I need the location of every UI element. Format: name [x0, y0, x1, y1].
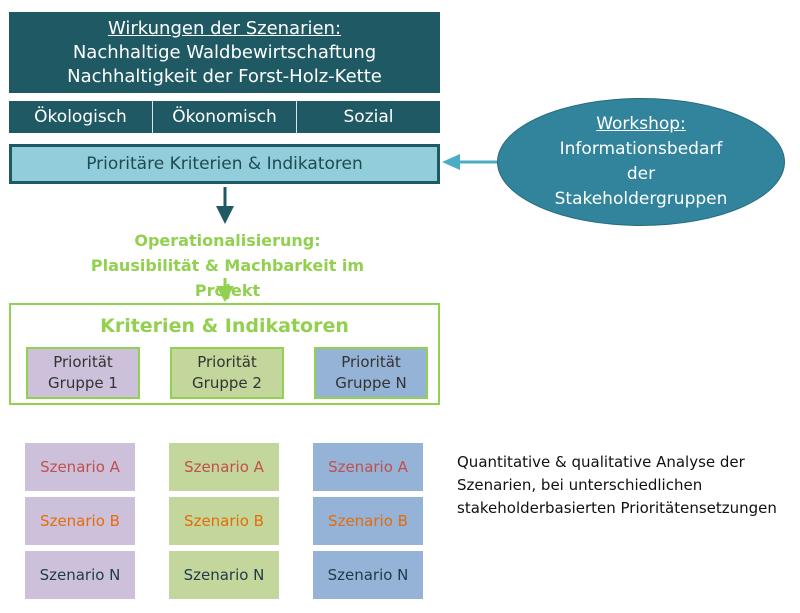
workshop-ellipse: Workshop: Informationsbedarf der Stakeho… [497, 98, 785, 226]
scenario-effects-header: Wirkungen der Szenarien: Nachhaltige Wal… [9, 12, 440, 93]
workshop-line-1: Informationsbedarf [559, 139, 723, 159]
priority-group-2: Priorität Gruppe 2 [170, 347, 284, 399]
header-line-sustainable-forestry: Nachhaltige Waldbewirtschaftung [72, 41, 377, 63]
priority-criteria-box: Prioritäre Kriterien & Indikatoren [9, 144, 440, 184]
priority-group-1-line1: Priorität [53, 353, 113, 371]
scenario-n-group-1: Szenario N [25, 551, 135, 599]
analysis-line-3: stakeholderbasierten Prioritätensetzunge… [457, 499, 777, 517]
operationalisation-to-criteria-arrow-head [216, 286, 234, 302]
analysis-line-2: Szenarien, bei unterschiedlichen [457, 476, 703, 494]
workshop-line-3: Stakeholdergruppen [554, 189, 728, 209]
analysis-description: Quantitative & qualitative Analyse der S… [457, 451, 792, 520]
header-line-forest-wood-chain: Nachhaltigkeit der Forst-Holz-Kette [67, 65, 382, 87]
workshop-line-2: der [626, 164, 656, 184]
scenario-n-group-2: Szenario N [169, 551, 279, 599]
scenario-a-group-2: Szenario A [169, 443, 279, 491]
header-title: Wirkungen der Szenarien: [107, 17, 342, 39]
scenario-b-group-n: Szenario B [313, 497, 423, 545]
priority-group-2-line2: Gruppe 2 [192, 374, 262, 392]
workshop-title: Workshop: [596, 114, 686, 134]
pillar-economic: Ökonomisch [153, 101, 297, 133]
priority-group-2-line1: Priorität [197, 353, 257, 371]
operationalisation-title: Operationalisierung: [134, 231, 321, 250]
scenario-a-group-1: Szenario A [25, 443, 135, 491]
priority-group-1: Priorität Gruppe 1 [26, 347, 140, 399]
priority-group-n: Priorität Gruppe N [314, 347, 428, 399]
scenario-b-group-1: Szenario B [25, 497, 135, 545]
scenario-b-group-2: Szenario B [169, 497, 279, 545]
criteria-indicators-title: Kriterien & Indikatoren [100, 315, 349, 337]
criteria-indicators-box: Kriterien & Indikatoren Priorität Gruppe… [9, 303, 440, 405]
priority-group-n-line1: Priorität [341, 353, 401, 371]
pillar-ecological: Ökologisch [9, 101, 153, 133]
priority-group-1-line2: Gruppe 1 [48, 374, 118, 392]
priority-to-operationalisation-arrow-head [216, 206, 234, 224]
scenario-n-group-n: Szenario N [313, 551, 423, 599]
priority-group-n-line2: Gruppe N [335, 374, 407, 392]
pillar-social: Sozial [297, 101, 440, 133]
scenario-a-group-n: Szenario A [313, 443, 423, 491]
priority-criteria-label: Prioritäre Kriterien & Indikatoren [86, 154, 363, 174]
sustainability-pillars: Ökologisch Ökonomisch Sozial [9, 101, 440, 133]
analysis-line-1: Quantitative & qualitative Analyse der [457, 453, 745, 471]
workshop-to-priority-arrow-head [442, 154, 460, 170]
